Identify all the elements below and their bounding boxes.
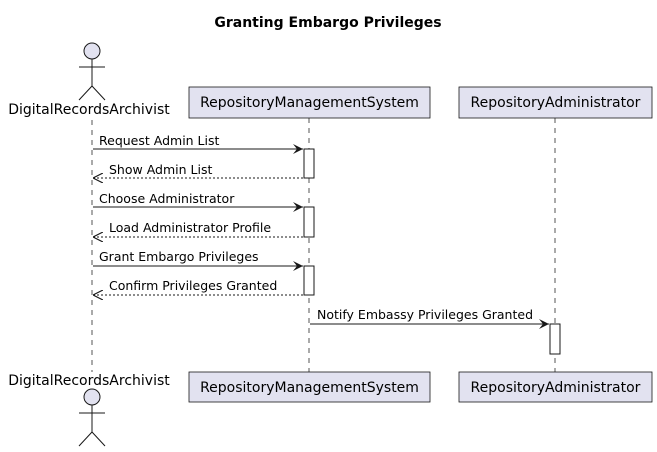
actor-label-top: DigitalRecordsArchivist	[8, 102, 170, 118]
message-label: Load Administrator Profile	[109, 220, 271, 235]
participant-label-repository-administrator-top: RepositoryAdministrator	[471, 95, 641, 111]
participant-label-repository-management-system-bottom: RepositoryManagementSystem	[200, 380, 419, 396]
actor-right-leg	[91, 85, 106, 101]
message-label: Notify Embassy Privileges Granted	[317, 307, 533, 322]
participant-box-repository-management-system-bottom	[188, 371, 431, 403]
message-label: Choose Administrator	[99, 191, 235, 206]
actor-left-leg	[78, 85, 93, 101]
actor-right-leg	[91, 431, 106, 447]
message-label: Grant Embargo Privileges	[99, 249, 259, 264]
actor-archivist-top	[78, 42, 106, 101]
activation-bar	[549, 323, 561, 355]
message-label: Show Admin List	[109, 162, 212, 177]
diagram-title: Granting Embargo Privileges	[214, 15, 441, 31]
participant-label-repository-management-system-top: RepositoryManagementSystem	[200, 95, 419, 111]
actor-head	[83, 42, 101, 60]
actor-head	[83, 388, 101, 406]
actor-left-leg	[78, 431, 93, 447]
actor-label-bottom: DigitalRecordsArchivist	[8, 373, 170, 389]
activation-bar	[303, 265, 315, 296]
activation-bar	[303, 148, 315, 179]
participant-label-repository-administrator-bottom: RepositoryAdministrator	[471, 380, 641, 396]
actor-archivist-bottom	[78, 388, 106, 447]
participant-box-repository-management-system-top	[188, 86, 431, 119]
message-label: Request Admin List	[99, 133, 220, 148]
participant-box-repository-administrator-top	[458, 86, 653, 119]
participant-box-repository-administrator-bottom	[458, 371, 653, 403]
message-label: Confirm Privileges Granted	[109, 278, 277, 293]
activation-bar	[303, 206, 315, 238]
